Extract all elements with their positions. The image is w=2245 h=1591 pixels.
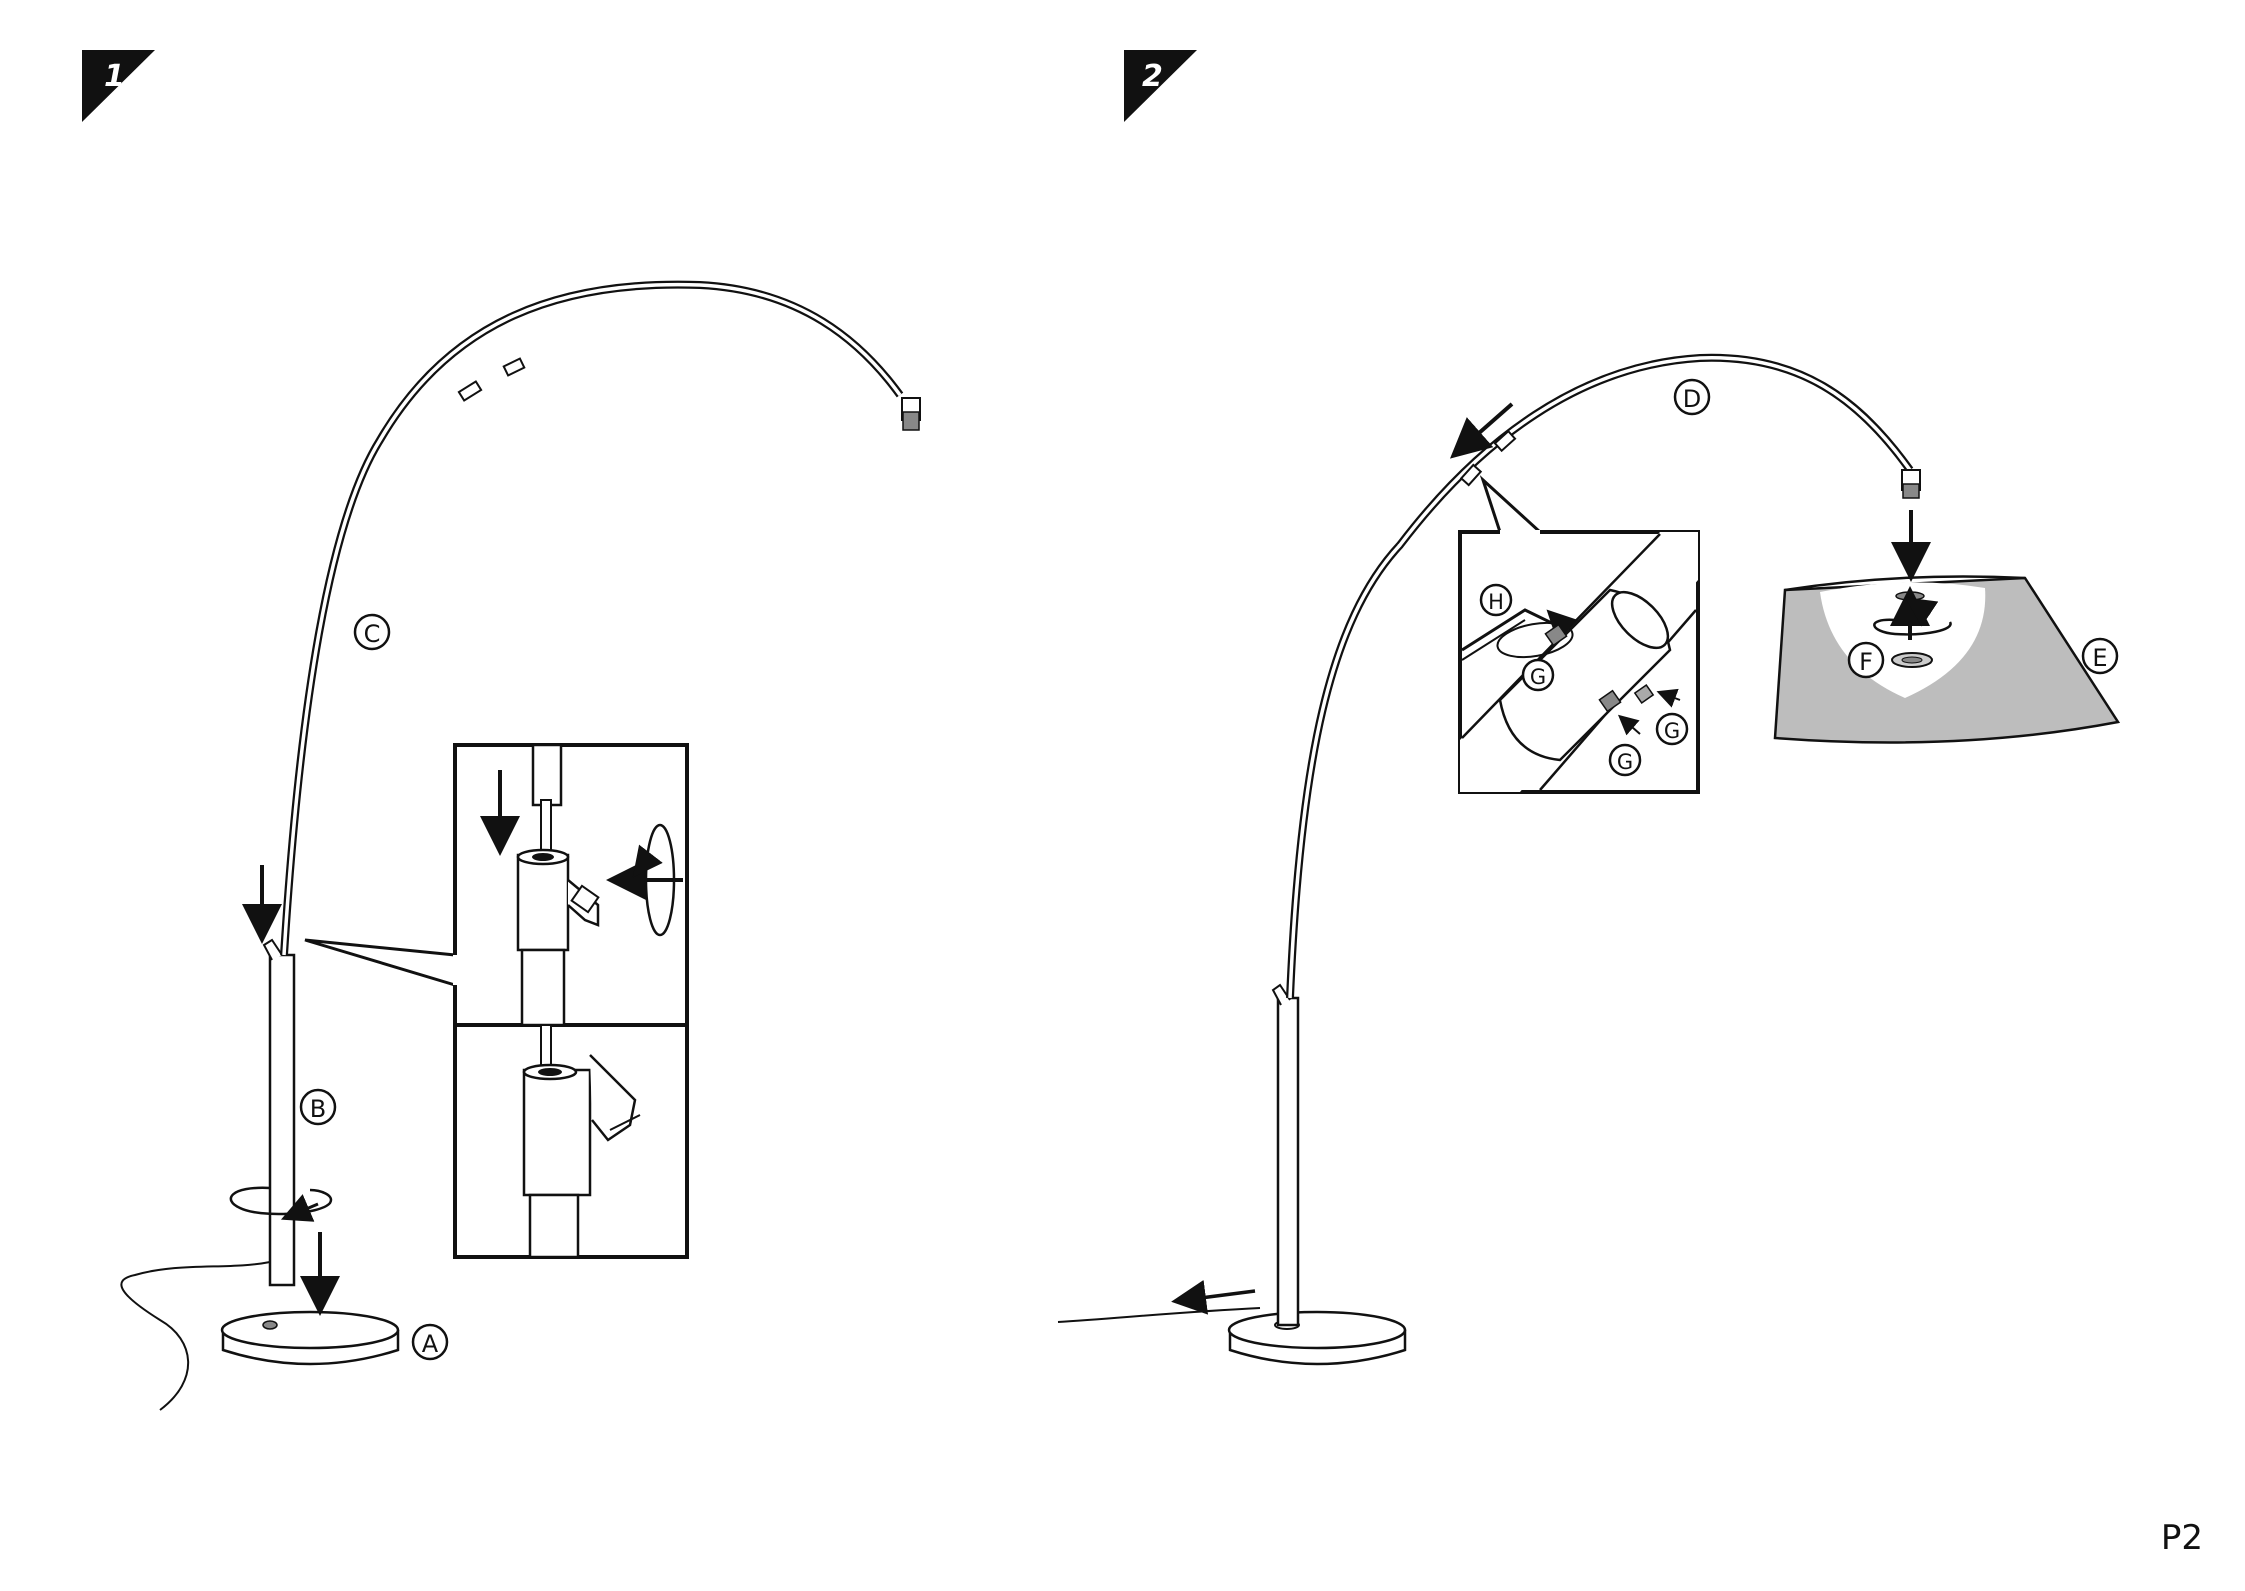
lamp-shade-e	[1775, 577, 2118, 743]
label-d: D	[1675, 380, 1709, 414]
label-g-3: G	[1610, 745, 1640, 775]
svg-text:G: G	[1664, 719, 1680, 743]
label-e: E	[2083, 639, 2117, 673]
lower-tube-b-1	[264, 940, 294, 1285]
step-1-flag: 1	[82, 50, 155, 122]
svg-text:C: C	[364, 620, 381, 648]
label-f: F	[1849, 643, 1883, 677]
detail-callout-2	[1460, 480, 1698, 792]
step-1-number: 1	[104, 59, 125, 94]
svg-text:G: G	[1617, 750, 1633, 774]
svg-text:A: A	[422, 1330, 439, 1358]
power-cord-2	[1058, 1308, 1260, 1322]
label-g-2: G	[1657, 714, 1687, 744]
svg-text:B: B	[310, 1095, 326, 1123]
page-number: P2	[2161, 1518, 2203, 1558]
lower-tube-2	[1278, 998, 1298, 1325]
svg-text:F: F	[1859, 648, 1873, 676]
label-b: B	[301, 1090, 335, 1124]
left-arrow-cord	[1185, 1291, 1255, 1300]
label-h: H	[1481, 585, 1511, 615]
label-c: C	[355, 615, 389, 649]
detail-callout-1	[305, 745, 687, 1257]
svg-text:D: D	[1683, 385, 1701, 413]
svg-text:E: E	[2092, 644, 2107, 672]
step-2-flag: 2	[1124, 50, 1197, 122]
base-a-1	[222, 1312, 398, 1364]
lamp-socket-2	[1902, 470, 1920, 498]
label-a: A	[413, 1325, 447, 1359]
label-g-1: G	[1523, 660, 1553, 690]
lamp-socket-1	[902, 398, 920, 430]
svg-text:H: H	[1488, 590, 1504, 614]
svg-text:G: G	[1530, 665, 1546, 689]
step-2-number: 2	[1142, 59, 1163, 94]
base-2	[1229, 1312, 1405, 1364]
